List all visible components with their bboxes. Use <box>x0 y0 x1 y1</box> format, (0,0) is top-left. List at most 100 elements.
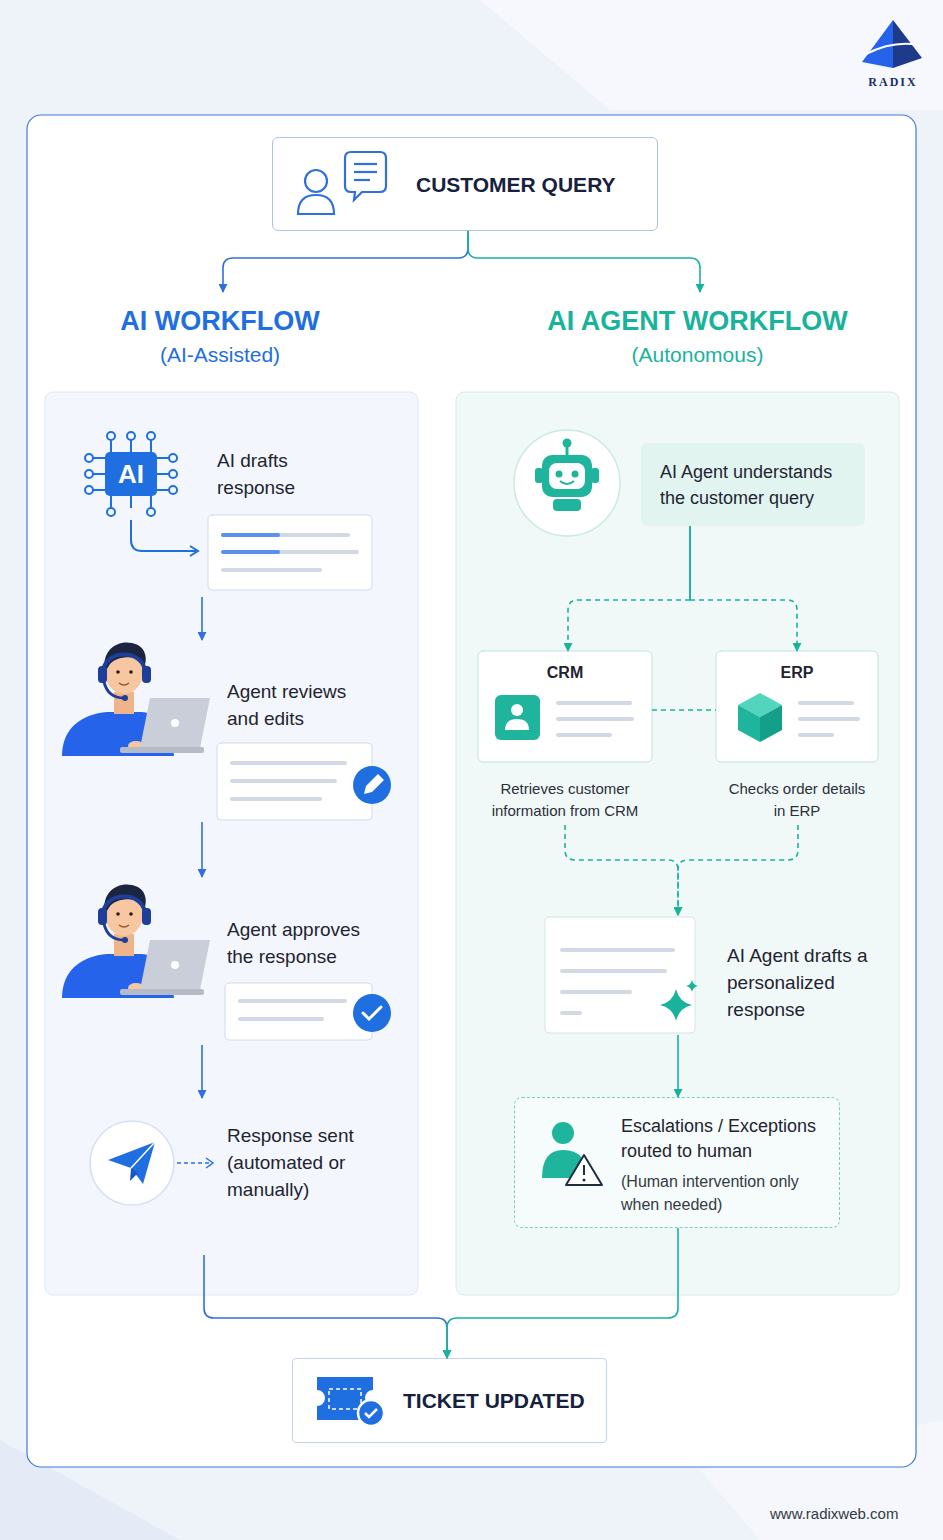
crm-card <box>478 651 652 762</box>
node-subtext: Retrieves customer information from CRM <box>478 778 652 822</box>
approve-card <box>225 983 391 1040</box>
node-text: Agent reviews and edits <box>227 678 372 732</box>
flow-arrow <box>202 822 203 877</box>
edit-card-part <box>364 774 384 794</box>
draft-card-part <box>208 515 372 590</box>
escalation-box: Escalations / Exceptions routed to human… <box>514 1097 840 1228</box>
send-icon-part <box>108 1142 155 1184</box>
process-step: AI drafts response <box>60 425 395 597</box>
ticket-icon-part <box>292 1358 607 1443</box>
escalation-icon-part <box>566 1155 602 1185</box>
customer-icon-part <box>354 163 377 165</box>
response-card-part <box>562 1011 580 1015</box>
result-box: TICKET UPDATED <box>292 1358 607 1443</box>
ai-chip-icon-part <box>105 452 157 496</box>
robot-icon-part <box>549 463 585 489</box>
approve-card-part <box>363 1007 381 1019</box>
node-text: Escalations / Exceptions routed to human <box>621 1114 826 1164</box>
edit-card-part <box>217 743 372 820</box>
ai-chip-icon-part <box>169 486 177 494</box>
ai-chip-icon-part <box>85 486 93 494</box>
erp-card-part <box>800 733 832 737</box>
draft-card-part <box>223 533 278 537</box>
flow-arrow <box>678 825 798 915</box>
robot-icon-part <box>553 499 581 511</box>
customer-icon <box>272 137 658 231</box>
node-subtext: (AI-Assisted) <box>45 342 395 368</box>
customer-icon-part <box>272 137 658 231</box>
approve-card-part <box>240 999 345 1003</box>
edit-card-part <box>232 779 335 783</box>
process-step: Response sent (automated or manually) <box>60 1098 395 1255</box>
ai-chip-icon-part <box>147 508 155 516</box>
right-panel <box>456 392 899 1295</box>
send-icon-part <box>206 1158 213 1168</box>
ai-chip-icon-part <box>127 432 135 440</box>
escalation-icon-part <box>583 1165 585 1175</box>
node-subtext: (Human intervention only when needed) <box>621 1170 826 1216</box>
flow-arrow <box>565 825 678 915</box>
website-url: www.radixweb.com <box>770 1505 930 1523</box>
ai-chip-icon-part <box>110 440 112 452</box>
ai-chip-icon-part <box>85 470 93 478</box>
response-card <box>545 917 698 1033</box>
robot-icon-part <box>560 481 574 484</box>
flow-arrow <box>202 1045 203 1098</box>
customer-icon-part <box>354 171 377 173</box>
ai-chip-icon-part <box>169 470 177 478</box>
connector-line <box>201 822 203 877</box>
connector-line <box>689 526 691 600</box>
ticket-icon-part <box>358 1400 384 1426</box>
ai-chip-icon-part <box>107 508 115 516</box>
radix-logo-part <box>862 20 893 68</box>
process-step: Agent approves the response <box>60 877 395 1045</box>
flow-arrow <box>678 1035 679 1097</box>
workflow-panel: AI WORKFLOW(AI-Assisted)AI drafts respon… <box>45 292 418 1295</box>
approve-card-part <box>240 1017 322 1021</box>
response-card-part <box>562 969 665 973</box>
send-icon-part <box>131 1142 155 1168</box>
escalation-icon-part <box>583 1179 586 1182</box>
draft-card <box>208 515 372 590</box>
query-box: CUSTOMER QUERY <box>272 137 658 231</box>
customer-icon-part <box>354 179 370 181</box>
node-text: AI Agent understands the customer query <box>660 459 855 511</box>
process-box: AI Agent understands the customer query <box>641 443 865 526</box>
ai-chip-icon-part <box>107 432 115 440</box>
crm-card-part <box>558 717 632 721</box>
connector-line <box>201 1045 203 1098</box>
system-box: CRMRetrieves customer information from C… <box>478 651 652 825</box>
node-text: AI AGENT WORKFLOW <box>476 304 919 338</box>
robot-icon-part <box>535 468 543 483</box>
edit-card-part <box>232 761 345 765</box>
robot-icon-part <box>542 455 592 497</box>
node-text: Response sent (automated or manually) <box>227 1122 359 1203</box>
erp-card-part <box>760 705 782 742</box>
ai-chip-icon-part <box>93 457 105 459</box>
approve-card-part <box>353 994 391 1032</box>
crm-card-part <box>558 701 630 705</box>
crm-card-part <box>558 733 610 737</box>
connector-line <box>565 825 678 915</box>
edit-card-part <box>353 766 391 804</box>
flow-arrow <box>447 1228 678 1358</box>
support-agent-figure <box>62 884 210 998</box>
flow-arrow <box>652 710 716 711</box>
crm-card-part <box>478 651 652 762</box>
draft-card-part <box>223 550 278 554</box>
robot-icon-part <box>556 471 563 478</box>
draft-card-part <box>223 533 348 537</box>
edit-card-part <box>232 797 320 801</box>
response-card-part <box>686 980 698 992</box>
node-subtext: (Autonomous) <box>476 342 919 368</box>
escalation-icon <box>514 1097 840 1228</box>
ai-chip-icon-part <box>130 496 132 508</box>
response-card-part <box>562 948 673 952</box>
connector-line <box>204 1255 447 1358</box>
